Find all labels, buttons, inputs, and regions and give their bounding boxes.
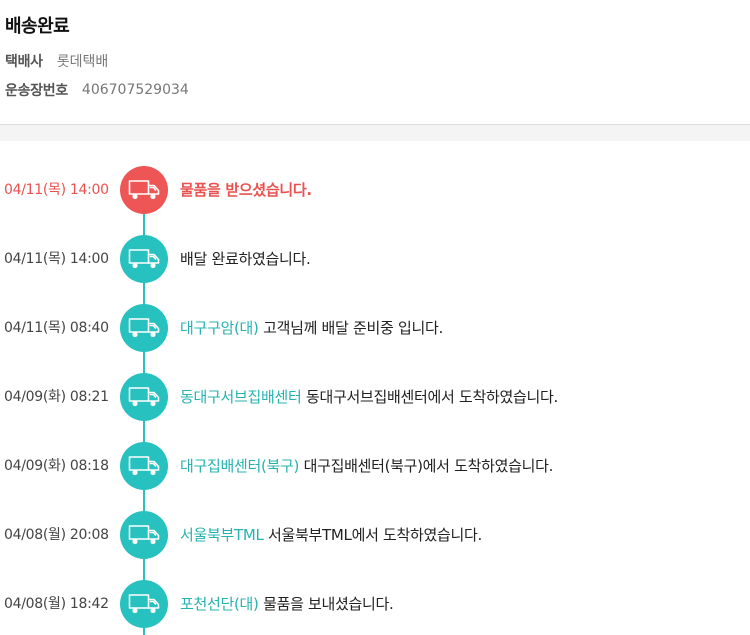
event-location: 동대구서브집배센터 bbox=[180, 388, 302, 406]
delivery-truck-icon bbox=[128, 180, 160, 200]
event-message: 물품을 받으셨습니다. bbox=[180, 181, 312, 199]
event-location: 대구집배센터(북구) bbox=[180, 457, 300, 475]
event-description: 대구구암(대) 고객님께 배달 준비중 입니다. bbox=[180, 304, 443, 352]
delivery-status-title: 배송완료 bbox=[5, 16, 70, 37]
event-location: 포천선단(대) bbox=[180, 595, 259, 613]
courier-label: 택배사 bbox=[5, 54, 43, 70]
event-status-dot bbox=[120, 580, 168, 628]
event-location: 서울북부TML bbox=[180, 526, 264, 544]
event-status-dot bbox=[120, 442, 168, 490]
section-divider bbox=[0, 124, 750, 141]
event-time: 04/11(목) 14:00 bbox=[4, 251, 109, 267]
tracking-timeline: 04/11(목) 14:00 물품을 받으셨습니다. 04/11(목) 14:0… bbox=[0, 141, 750, 635]
event-message: 고객님께 배달 준비중 입니다. bbox=[258, 319, 443, 337]
delivery-truck-icon bbox=[128, 318, 160, 338]
delivery-truck-icon bbox=[128, 456, 160, 476]
event-time: 04/08(월) 20:08 bbox=[4, 527, 109, 543]
event-time: 04/09(화) 08:21 bbox=[4, 389, 109, 405]
event-time: 04/08(월) 18:42 bbox=[4, 596, 109, 612]
delivery-truck-icon bbox=[128, 594, 160, 614]
delivery-truck-icon bbox=[128, 249, 160, 269]
event-description: 서울북부TML 서울북부TML에서 도착하였습니다. bbox=[180, 511, 482, 559]
tracking-number-row: 운송장번호 406707529034 bbox=[5, 80, 189, 100]
event-message: 물품을 보내셨습니다. bbox=[258, 595, 394, 613]
timeline-event: 04/11(목) 08:40 대구구암(대) 고객님께 배달 준비중 입니다. bbox=[0, 304, 750, 352]
timeline-event: 04/11(목) 14:00 배달 완료하였습니다. bbox=[0, 235, 750, 283]
event-description: 물품을 받으셨습니다. bbox=[180, 166, 312, 214]
event-status-dot bbox=[120, 373, 168, 421]
delivery-truck-icon bbox=[128, 387, 160, 407]
event-location: 대구구암(대) bbox=[180, 319, 259, 337]
event-description: 동대구서브집배센터 동대구서브집배센터에서 도착하였습니다. bbox=[180, 373, 558, 421]
event-description: 포천선단(대) 물품을 보내셨습니다. bbox=[180, 580, 394, 628]
event-time: 04/11(목) 08:40 bbox=[4, 320, 109, 336]
timeline-event: 04/11(목) 14:00 물품을 받으셨습니다. bbox=[0, 166, 750, 214]
event-message: 배달 완료하였습니다. bbox=[180, 250, 311, 268]
event-time: 04/09(화) 08:18 bbox=[4, 458, 109, 474]
event-status-dot bbox=[120, 235, 168, 283]
event-message: 서울북부TML에서 도착하였습니다. bbox=[263, 526, 483, 544]
timeline-event: 04/09(화) 08:21 동대구서브집배센터 동대구서브집배센터에서 도착하… bbox=[0, 373, 750, 421]
tracking-number-label: 운송장번호 bbox=[5, 83, 68, 99]
event-description: 배달 완료하였습니다. bbox=[180, 235, 311, 283]
event-time: 04/11(목) 14:00 bbox=[4, 182, 109, 198]
event-description: 대구집배센터(북구) 대구집배센터(북구)에서 도착하였습니다. bbox=[180, 442, 553, 490]
event-message: 동대구서브집배센터에서 도착하였습니다. bbox=[301, 388, 558, 406]
timeline-event: 04/09(화) 08:18 대구집배센터(북구) 대구집배센터(북구)에서 도… bbox=[0, 442, 750, 490]
courier-row: 택배사 롯데택배 bbox=[5, 51, 108, 71]
courier-value: 롯데택배 bbox=[56, 54, 109, 70]
timeline-event: 04/08(월) 20:08 서울북부TML 서울북부TML에서 도착하였습니다… bbox=[0, 511, 750, 559]
tracking-number-value: 406707529034 bbox=[81, 82, 189, 98]
delivery-summary: 배송완료 택배사 롯데택배 운송장번호 406707529034 bbox=[0, 0, 750, 124]
event-status-dot bbox=[120, 511, 168, 559]
event-status-dot bbox=[120, 166, 168, 214]
delivery-truck-icon bbox=[128, 525, 160, 545]
event-message: 대구집배센터(북구)에서 도착하였습니다. bbox=[299, 457, 554, 475]
timeline-event: 04/08(월) 18:42 포천선단(대) 물품을 보내셨습니다. bbox=[0, 580, 750, 628]
event-status-dot bbox=[120, 304, 168, 352]
